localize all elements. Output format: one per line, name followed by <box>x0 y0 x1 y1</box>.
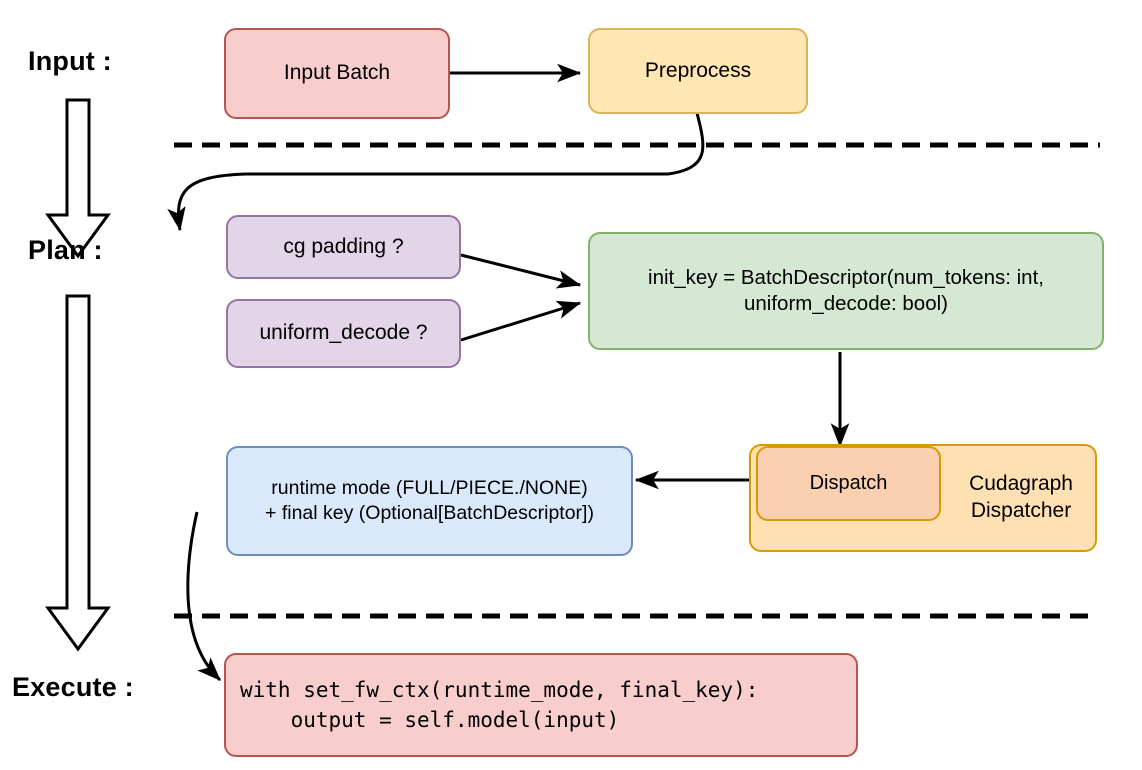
node-runtime-mode-label: runtime mode (FULL/PIECE./NONE) + final … <box>265 477 594 524</box>
node-uniform-decode[interactable]: uniform_decode ? <box>226 299 461 368</box>
stage-label-plan: Plan : <box>28 235 103 265</box>
node-code-block[interactable]: with set_fw_ctx(runtime_mode, final_key)… <box>224 653 858 757</box>
stage-label-input: Input : <box>28 46 112 76</box>
node-code-block-text: with set_fw_ctx(runtime_mode, final_key)… <box>240 677 759 732</box>
node-input-batch[interactable]: Input Batch <box>224 28 450 119</box>
uniform-decode-to-init-key <box>460 300 582 342</box>
node-dispatch[interactable]: Dispatch <box>756 446 941 521</box>
node-init-key[interactable]: init_key = BatchDescriptor(num_tokens: i… <box>588 232 1104 350</box>
node-input-batch-label: Input Batch <box>283 61 391 85</box>
node-uniform-decode-label: uniform_decode ? <box>259 321 428 345</box>
runtime-mode-to-code-block <box>186 511 222 682</box>
preprocess-to-cg-padding <box>167 112 705 232</box>
node-preprocess-label: Preprocess <box>644 58 752 82</box>
input-to-plan-arrow <box>45 98 111 259</box>
node-dispatch-label: Dispatch <box>809 471 888 494</box>
plan-to-execute-arrow <box>45 294 111 652</box>
node-cg-padding-label: cg padding ? <box>283 234 404 258</box>
stage-label-execute: Execute : <box>12 672 134 702</box>
node-cg-padding[interactable]: cg padding ? <box>226 215 461 279</box>
node-runtime-mode[interactable]: runtime mode (FULL/PIECE./NONE) + final … <box>226 446 633 556</box>
node-cudagraph-dispatcher-label: Cudagraph Dispatcher <box>969 472 1073 522</box>
cg-padding-to-init-key <box>460 253 582 289</box>
node-preprocess[interactable]: Preprocess <box>588 28 808 114</box>
node-init-key-label: init_key = BatchDescriptor(num_tokens: i… <box>648 265 1044 315</box>
